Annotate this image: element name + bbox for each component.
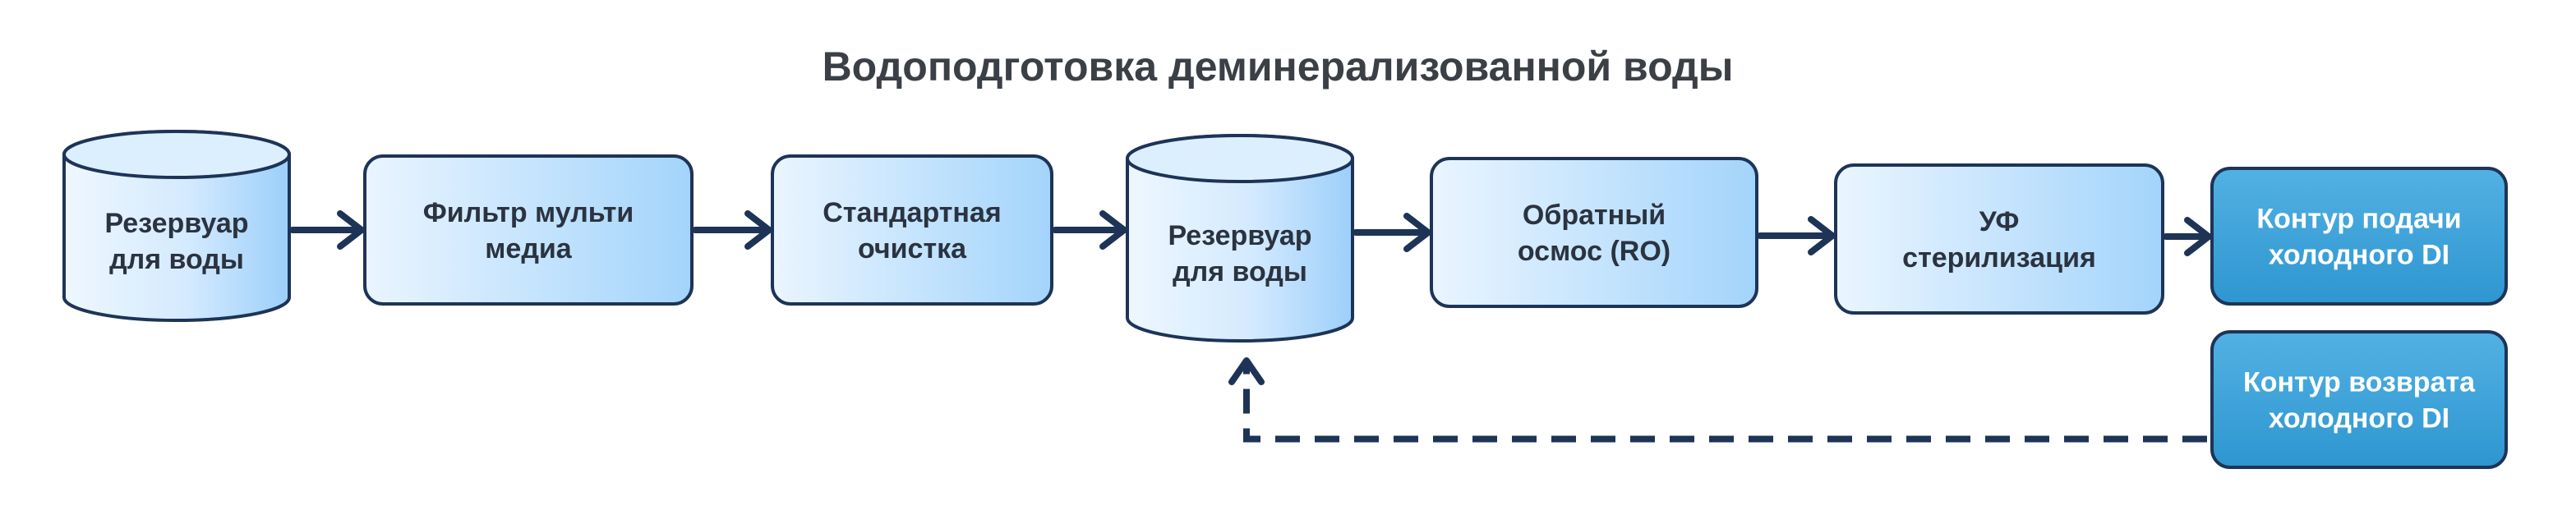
node-label-line: Стандартная xyxy=(823,197,1001,228)
arrow-head xyxy=(1099,210,1127,250)
node-label-line: медиа xyxy=(485,233,573,264)
node-label-line: Резервуар xyxy=(1168,220,1311,251)
node-box xyxy=(2210,330,2508,469)
nodes-layer: Резервуар для воды Фильтр мульти медиа Станд… xyxy=(62,130,2508,469)
node-label-line: очистка xyxy=(858,233,967,264)
node-box xyxy=(2210,167,2508,306)
cylinder-top xyxy=(62,130,291,179)
arrow-head xyxy=(744,210,772,250)
edge-multimedia-standard xyxy=(692,210,772,250)
node-uv: УФ стерилизация xyxy=(1834,163,2164,315)
arrow-head xyxy=(2184,217,2212,256)
node-label-line: Контур подачи xyxy=(2256,204,2461,235)
node-box xyxy=(1430,157,1758,308)
node-label-line: осмос (RO) xyxy=(1518,236,1670,267)
edge-tank2-ro xyxy=(1353,213,1431,252)
node-label-line: холодного DI xyxy=(2269,403,2449,435)
node-label-line: Контур возврата xyxy=(2243,367,2476,398)
edge-tank1-multimedia xyxy=(289,210,365,250)
edge-return-tank2 xyxy=(1228,357,2207,443)
node-box xyxy=(771,154,1053,306)
node-return: Контур возврата холодного DI xyxy=(2210,330,2508,469)
edges-layer xyxy=(289,210,2212,443)
arrow-head xyxy=(1808,216,1836,255)
node-label-line: Обратный xyxy=(1523,200,1666,231)
node-label-line: холодного DI xyxy=(2269,240,2449,271)
node-supply: Контур подачи холодного DI xyxy=(2210,167,2508,306)
node-ro: Обратный осмос (RO) xyxy=(1430,157,1758,308)
cylinder-top xyxy=(1126,134,1354,183)
diagram-title: Водоподготовка деминерализованной воды xyxy=(823,44,1734,90)
node-label-line: УФ xyxy=(1979,206,2020,237)
node-multimedia: Фильтр мульти медиа xyxy=(363,154,694,306)
edge-standard-tank2 xyxy=(1052,210,1127,250)
node-tank1: Резервуар для воды xyxy=(62,130,291,322)
arrow-head xyxy=(337,210,365,250)
arrow-head xyxy=(1228,357,1265,385)
node-label-line: Фильтр мульти xyxy=(423,197,634,228)
edge-ro-uv xyxy=(1757,216,1836,255)
dashed-return-line xyxy=(1243,364,2207,443)
edge-uv-supply xyxy=(2163,217,2212,256)
node-label-line: для воды xyxy=(109,244,244,275)
node-standard: Стандартная очистка xyxy=(771,154,1053,306)
node-box xyxy=(1834,163,2164,315)
node-label-line: стерилизация xyxy=(1902,242,2096,274)
node-label-line: Резервуар xyxy=(104,208,248,239)
node-label-line: для воды xyxy=(1173,256,1307,287)
node-tank2: Резервуар для воды xyxy=(1126,134,1354,343)
arrow-head xyxy=(1403,213,1431,252)
node-box xyxy=(363,154,694,306)
